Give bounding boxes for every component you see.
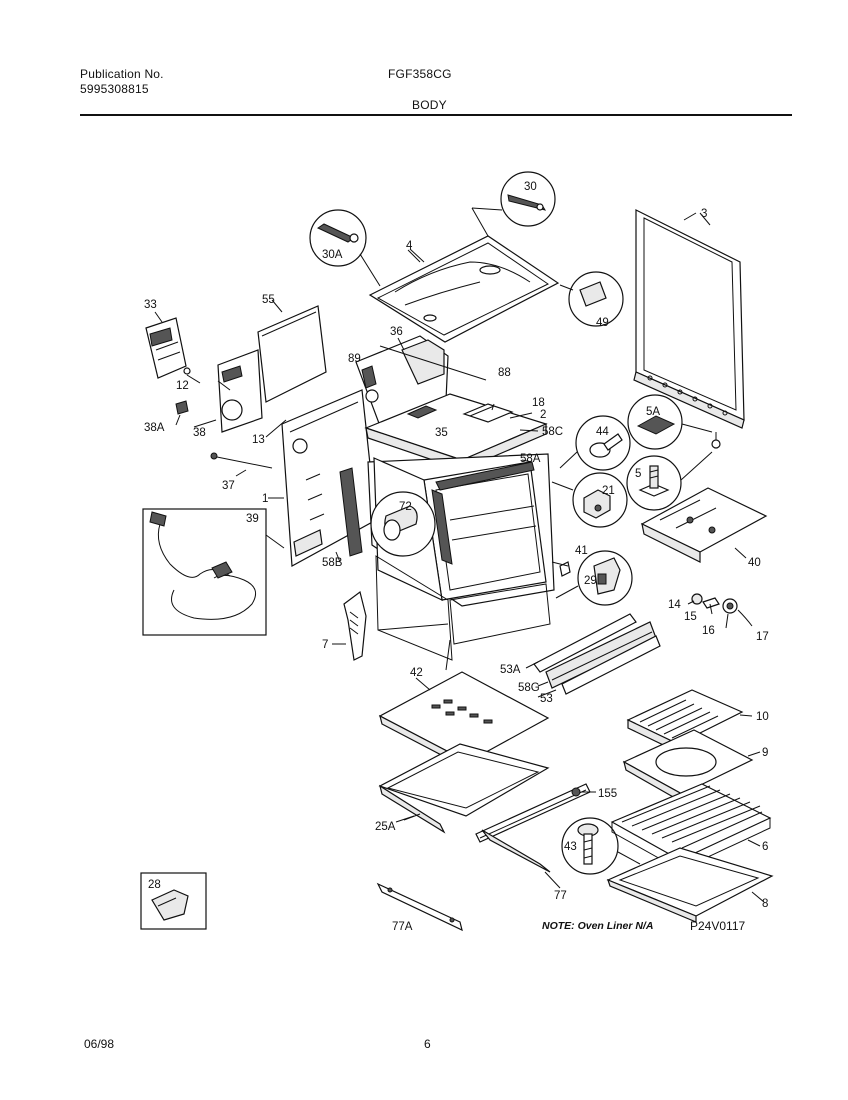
label-39: 39 <box>246 513 259 525</box>
part-40-bracket <box>640 487 768 563</box>
label-77: 77 <box>554 890 567 902</box>
part-25a-drawer-tray <box>378 743 550 834</box>
label-77a: 77A <box>392 921 413 933</box>
label-9: 9 <box>762 747 768 759</box>
label-72: 72 <box>399 501 412 513</box>
label-41: 41 <box>575 545 588 557</box>
label-25a: 25A <box>375 821 396 833</box>
part-155-77-slide-rails <box>475 783 596 889</box>
label-5a: 5A <box>646 406 660 418</box>
label-10: 10 <box>756 711 769 723</box>
label-40: 40 <box>748 557 761 569</box>
part-44-callout <box>559 415 631 471</box>
part-49-callout <box>559 271 624 327</box>
part-77a-strip <box>376 882 463 932</box>
label-13: 13 <box>252 434 265 446</box>
part-38a-clip <box>175 400 189 415</box>
section-title: BODY <box>412 98 447 112</box>
label-155: 155 <box>598 788 617 800</box>
label-15: 15 <box>684 611 697 623</box>
label-21: 21 <box>602 485 615 497</box>
label-16: 16 <box>702 625 715 637</box>
label-42: 42 <box>410 667 423 679</box>
label-58g: 58G <box>518 682 540 694</box>
footer-date: 06/98 <box>84 1037 115 1051</box>
part-30a-callout <box>309 209 381 287</box>
publication-number: 5995308815 <box>80 82 149 96</box>
label-44: 44 <box>596 426 609 438</box>
part-12-screw <box>183 367 201 384</box>
part-1-side-panel <box>281 389 377 567</box>
label-89: 89 <box>348 353 361 365</box>
part-labels: 30 30A 3 4 49 33 55 36 89 88 12 18 2 38A… <box>144 181 769 933</box>
part-58a-gasket-strip <box>435 459 535 491</box>
label-55: 55 <box>262 294 275 306</box>
label-53a: 53A <box>500 664 521 676</box>
label-49: 49 <box>596 317 609 329</box>
part-37-rod <box>210 452 273 477</box>
label-58b: 58B <box>322 557 343 569</box>
label-6: 6 <box>762 841 768 853</box>
oven-liner-note: NOTE: Oven Liner N/A <box>542 920 653 932</box>
part-35-cooktop-frame <box>364 393 548 471</box>
part-43-callout <box>561 817 641 875</box>
label-28: 28 <box>148 879 161 891</box>
label-3: 3 <box>701 208 707 220</box>
part-53a-58g-53-rails <box>533 613 661 695</box>
publication-label: Publication No. <box>80 67 164 81</box>
part-3-side-panel <box>633 209 745 429</box>
part-21-callout <box>551 472 628 528</box>
label-38a: 38A <box>144 422 165 434</box>
label-8: 8 <box>762 898 768 910</box>
label-58a: 58A <box>520 453 541 465</box>
label-4: 4 <box>406 240 413 252</box>
label-7: 7 <box>322 639 328 651</box>
label-36: 36 <box>390 326 403 338</box>
part-5-callout <box>626 451 713 511</box>
label-1: 1 <box>262 493 268 505</box>
drawing-code: P24V0117 <box>690 919 745 933</box>
part-7-vent-trim <box>332 590 367 661</box>
leader-lines <box>175 212 765 903</box>
label-88: 88 <box>498 367 511 379</box>
page-number: 6 <box>424 1037 431 1051</box>
label-35: 35 <box>435 427 448 439</box>
part-72-callout <box>370 491 436 557</box>
label-29: 29 <box>584 575 597 587</box>
label-18: 18 <box>532 397 545 409</box>
part-33-bracket <box>145 311 187 379</box>
label-14: 14 <box>668 599 681 611</box>
header-rule <box>80 114 792 116</box>
part-8-bottom-pan <box>606 847 774 923</box>
label-53: 53 <box>540 693 553 705</box>
label-30a: 30A <box>322 249 343 261</box>
label-12: 12 <box>176 380 189 392</box>
part-55-back-panel <box>217 299 327 433</box>
part-5a-callout <box>627 394 721 450</box>
label-30: 30 <box>524 181 537 193</box>
label-37: 37 <box>222 480 235 492</box>
label-58c: 58C <box>542 426 563 438</box>
model-number: FGF358CG <box>388 67 452 81</box>
label-17: 17 <box>756 631 769 643</box>
label-38: 38 <box>193 427 206 439</box>
label-33: 33 <box>144 299 157 311</box>
part-30-callout <box>471 171 556 237</box>
label-43: 43 <box>564 841 577 853</box>
label-2: 2 <box>540 409 546 421</box>
part-29-callout <box>555 550 633 606</box>
label-5: 5 <box>635 468 641 480</box>
part-9-broil-pan <box>622 729 754 804</box>
part-28-box <box>140 872 207 930</box>
part-39-power-cord-box <box>142 508 285 636</box>
part-4-top-panel <box>368 235 560 343</box>
part-14-17-lamp-assembly <box>691 593 753 627</box>
